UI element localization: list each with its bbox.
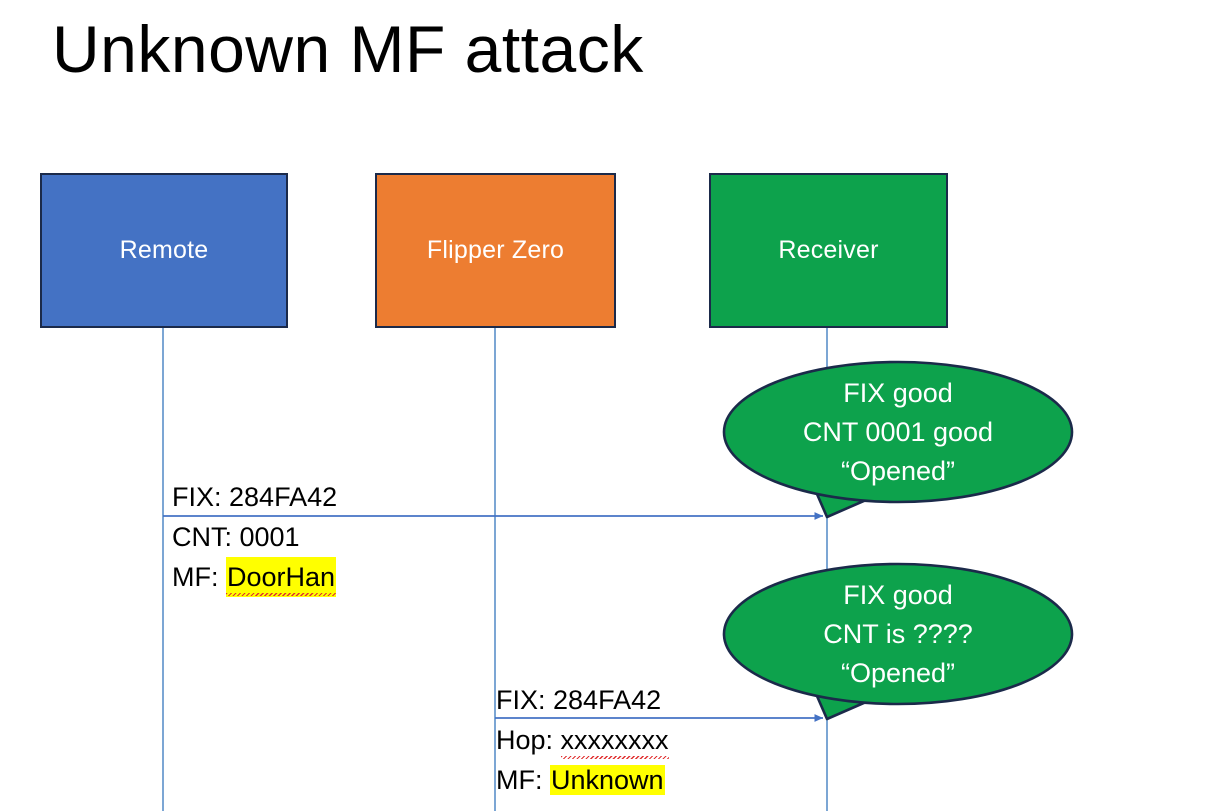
message-line-value-highlighted: DoorHan <box>226 557 337 597</box>
callout-second-signal-shape <box>722 562 1074 721</box>
message-line: MF: Unknown <box>496 760 669 800</box>
message-line-value: 284FA42 <box>553 685 662 715</box>
message-line-label: FIX: <box>496 685 554 715</box>
actor-box-receiver[interactable]: Receiver <box>709 173 948 328</box>
message-line-label: FIX: <box>172 482 230 512</box>
actor-box-flipper[interactable]: Flipper Zero <box>375 173 616 328</box>
message-line-label: MF: <box>496 765 550 795</box>
message-line-value-highlighted: Unknown <box>550 765 665 795</box>
message-line-value: 0001 <box>239 522 300 552</box>
callout-first-signal-shape <box>722 360 1074 519</box>
page-title: Unknown MF attack <box>52 12 644 86</box>
message-line-value-misspelled: xxxxxxxx <box>560 720 669 760</box>
message-line: MF: DoorHan <box>172 557 337 597</box>
message-line-label: Hop: <box>496 725 561 755</box>
message-label-remote-to-receiver: FIX: 284FA42 CNT: 0001 MF: DoorHan <box>172 477 337 597</box>
message-line: FIX: 284FA42 <box>496 680 669 720</box>
actor-label-receiver: Receiver <box>778 236 879 264</box>
message-line: CNT: 0001 <box>172 517 337 557</box>
message-line-label: MF: <box>172 562 226 592</box>
message-line: FIX: 284FA42 <box>172 477 337 517</box>
message-line: Hop: xxxxxxxx <box>496 720 669 760</box>
message-line-value: 284FA42 <box>229 482 338 512</box>
message-label-flipper-to-receiver: FIX: 284FA42 Hop: xxxxxxxx MF: Unknown <box>496 680 669 800</box>
actor-label-flipper: Flipper Zero <box>426 236 565 264</box>
message-line-label: CNT: <box>172 522 240 552</box>
actor-label-remote: Remote <box>119 236 209 264</box>
actor-box-remote[interactable]: Remote <box>40 173 288 328</box>
